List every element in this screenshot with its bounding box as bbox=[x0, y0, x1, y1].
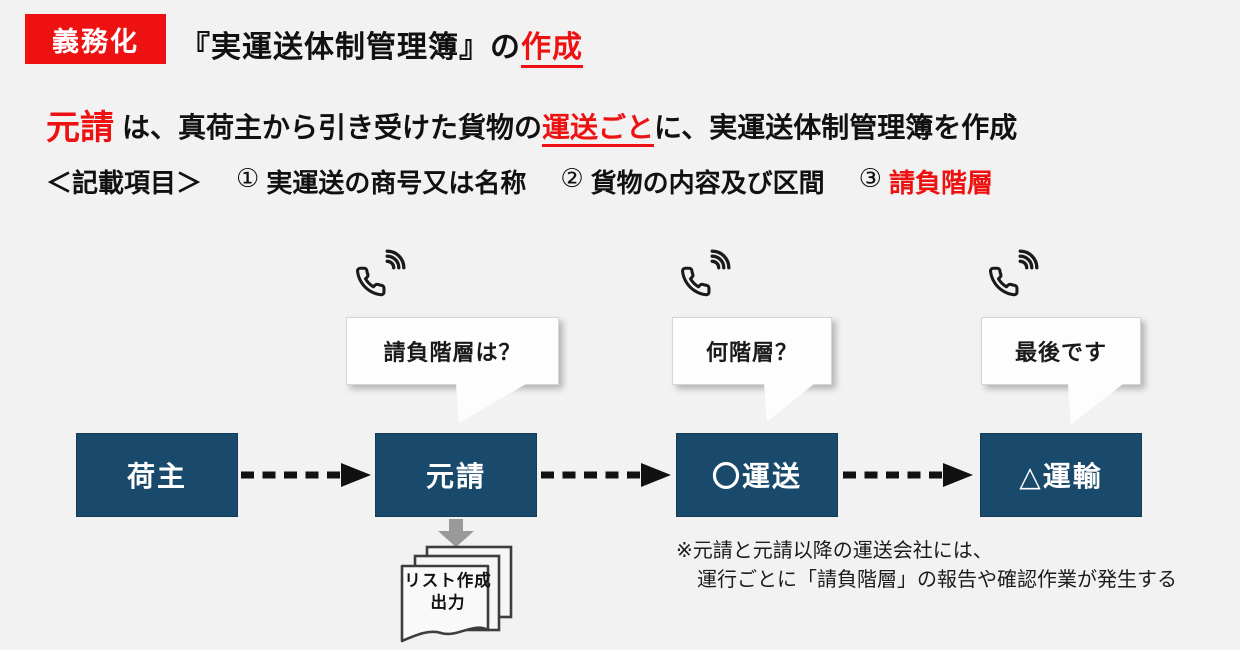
item-2-number: ② bbox=[560, 163, 584, 193]
speech-bubble-tail bbox=[764, 384, 814, 422]
speech-bubble-unyu: 最後です bbox=[981, 317, 1141, 385]
flow-node-label: 荷主 bbox=[126, 461, 187, 492]
dashed-arrow-icon bbox=[541, 463, 671, 487]
down-arrow-icon bbox=[438, 519, 474, 547]
phone-icon bbox=[989, 249, 1039, 297]
flow-node-unso: 〇運送 bbox=[676, 433, 838, 517]
item-3: ③ 請負階層 bbox=[859, 163, 993, 200]
flow-node-label: △運輸 bbox=[1019, 461, 1103, 492]
flow-node-label: 元請 bbox=[425, 461, 486, 492]
speech-bubble-text: 最後です bbox=[1014, 340, 1107, 365]
item-3-text: 請負階層 bbox=[888, 168, 993, 198]
item-2-text: 貨物の内容及び区間 bbox=[590, 168, 825, 198]
lead-actor: 元請 bbox=[46, 109, 114, 147]
title-emphasis: 作成 bbox=[521, 31, 583, 68]
page-title: 『実運送体制管理簿』の作成 bbox=[180, 22, 583, 68]
item-1-number: ① bbox=[236, 163, 260, 193]
dashed-arrow-icon bbox=[843, 463, 973, 487]
lead-emphasis: 運送ごと bbox=[542, 112, 655, 147]
item-1: ① 実運送の商号又は名称 bbox=[236, 163, 526, 200]
footnote: ※元請と元請以降の運送会社には、 運行ごとに「請負階層」の報告や確認作業が発生す… bbox=[676, 537, 1177, 595]
title-prefix: 『実運送体制管理簿』の bbox=[180, 31, 521, 64]
footnote-line-1: ※元請と元請以降の運送会社には、 bbox=[676, 540, 993, 562]
flow-node-label: 〇運送 bbox=[711, 461, 802, 492]
flow-node-motouke: 元請 bbox=[375, 433, 537, 517]
items-label: ＜記載項目＞ bbox=[46, 168, 203, 198]
speech-bubble-unso: 何階層？ bbox=[672, 317, 832, 385]
mandatory-badge-label: 義務化 bbox=[52, 26, 139, 57]
mandatory-badge: 義務化 bbox=[25, 14, 166, 64]
lead-text-before: は、真荷主から引き受けた貨物の bbox=[122, 112, 543, 143]
flow-node-unyu: △運輸 bbox=[980, 433, 1142, 517]
speech-bubble-motouke: 請負階層は？ bbox=[346, 317, 559, 385]
output-label: リスト作成 出力 bbox=[404, 572, 492, 613]
speech-bubble-text: 請負階層は？ bbox=[383, 340, 522, 365]
item-1-text: 実運送の商号又は名称 bbox=[266, 168, 527, 198]
footnote-line-2: 運行ごとに「請負階層」の報告や確認作業が発生する bbox=[697, 569, 1177, 591]
items-line: ＜記載項目＞ ① 実運送の商号又は名称 ② 貨物の内容及び区間 ③ 請負階層 bbox=[46, 163, 993, 200]
speech-bubble-text: 何階層？ bbox=[705, 340, 798, 365]
speech-bubble-tail bbox=[456, 384, 526, 423]
lead-text-after: に、実運送体制管理簿を作成 bbox=[654, 112, 1018, 143]
item-2: ② 貨物の内容及び区間 bbox=[560, 163, 824, 200]
item-3-number: ③ bbox=[858, 163, 882, 193]
speech-bubble-tail bbox=[1068, 384, 1123, 425]
lead-sentence: 元請は、真荷主から引き受けた貨物の運送ごとに、実運送体制管理簿を作成 bbox=[46, 100, 1017, 149]
phone-icon bbox=[681, 249, 731, 297]
paper-stack-icon bbox=[400, 545, 513, 643]
flow-node-shipper: 荷主 bbox=[76, 433, 238, 517]
dashed-arrow-icon bbox=[241, 463, 371, 487]
phone-icon bbox=[356, 249, 406, 297]
